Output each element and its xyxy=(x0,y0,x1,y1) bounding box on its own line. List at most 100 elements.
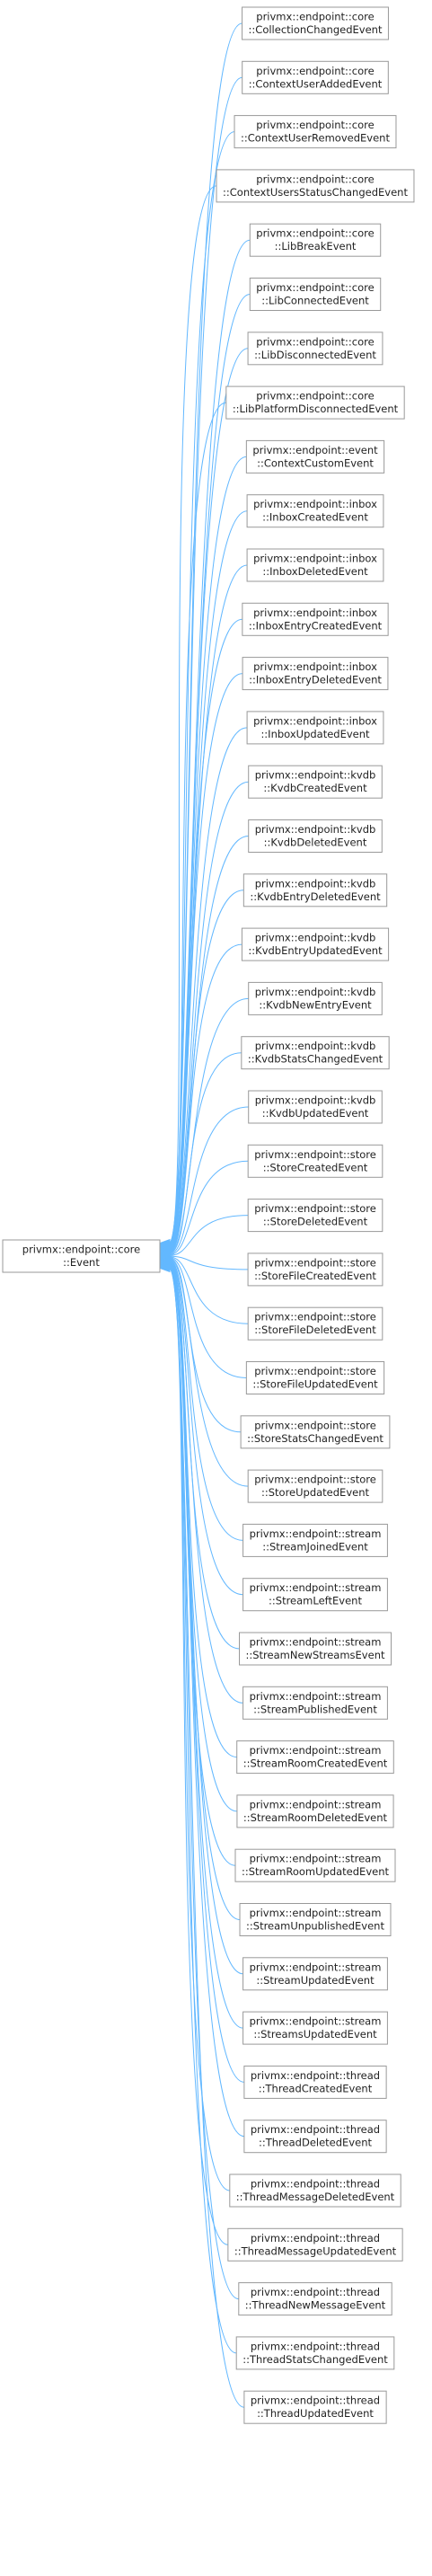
class-name: ::StreamsUpdatedEvent xyxy=(253,2028,377,2040)
class-namespace: privmx::endpoint::inbox xyxy=(253,606,377,619)
derived-class-node[interactable]: privmx::endpoint::stream::StreamUnpublis… xyxy=(239,1903,392,1936)
class-name: ::ContextUserAddedEvent xyxy=(249,77,383,90)
class-name: ::StreamUpdatedEvent xyxy=(256,1974,375,1987)
class-namespace: privmx::endpoint::stream xyxy=(250,1853,382,1865)
class-name: ::LibConnectedEvent xyxy=(261,295,369,307)
derived-class-node[interactable]: privmx::endpoint::kvdb::KvdbCreatedEvent xyxy=(248,765,383,799)
node-box xyxy=(242,6,389,40)
node-box xyxy=(239,1632,392,1666)
class-name: ::ThreadMessageDeletedEvent xyxy=(236,2191,395,2203)
base-class-namespace: privmx::endpoint::core xyxy=(22,1244,140,1256)
derived-class-node[interactable]: privmx::endpoint::stream::StreamUpdatedE… xyxy=(242,1957,388,1991)
derived-class-node[interactable]: privmx::endpoint::core::ContextUsersStat… xyxy=(216,169,415,203)
class-namespace: privmx::endpoint::stream xyxy=(250,1961,382,1973)
class-namespace: privmx::endpoint::store xyxy=(254,1202,376,1215)
derived-class-node[interactable]: privmx::endpoint::core::CollectionChange… xyxy=(242,6,389,40)
derived-class-node[interactable]: privmx::endpoint::store::StoreCreatedEve… xyxy=(247,1144,384,1178)
class-name: ::ThreadMessageUpdatedEvent xyxy=(234,2244,397,2257)
derived-class-node[interactable]: privmx::endpoint::inbox::InboxDeletedEve… xyxy=(246,548,384,582)
derived-class-node[interactable]: privmx::endpoint::stream::StreamLeftEven… xyxy=(242,1578,388,1612)
derived-class-node[interactable]: privmx::endpoint::stream::StreamRoomCrea… xyxy=(236,1740,394,1775)
class-namespace: privmx::endpoint::stream xyxy=(250,2015,382,2028)
derived-class-node[interactable]: privmx::endpoint::core::ContextUserAdded… xyxy=(242,60,389,94)
derived-class-node[interactable]: privmx::endpoint::kvdb::KvdbNewEntryEven… xyxy=(248,981,383,1015)
derived-class-node[interactable]: privmx::endpoint::kvdb::KvdbDeletedEvent xyxy=(248,819,383,853)
derived-class-node[interactable]: privmx::endpoint::inbox::InboxCreatedEve… xyxy=(246,494,384,528)
class-name: ::StreamJoinedEvent xyxy=(262,1540,368,1553)
node-box xyxy=(243,2120,387,2154)
inheritance-edge xyxy=(158,1259,243,1975)
class-namespace: privmx::endpoint::store xyxy=(254,1311,376,1323)
derived-class-node[interactable]: privmx::endpoint::kvdb::KvdbUpdatedEvent xyxy=(248,1090,383,1124)
derived-class-node[interactable]: privmx::endpoint::stream::StreamRoomUpda… xyxy=(234,1848,396,1882)
derived-class-node[interactable]: privmx::endpoint::stream::StreamJoinedEv… xyxy=(242,1523,388,1557)
node-box xyxy=(243,2065,387,2099)
node-box xyxy=(234,1848,396,1882)
class-namespace: privmx::endpoint::kvdb xyxy=(255,877,376,890)
derived-class-node[interactable]: privmx::endpoint::store::StoreFileUpdate… xyxy=(245,1361,385,1394)
node-box xyxy=(242,602,389,636)
derived-class-node[interactable]: privmx::endpoint::store::StoreDeletedEve… xyxy=(247,1199,384,1233)
derived-class-node[interactable]: privmx::endpoint::stream::StreamsUpdated… xyxy=(242,2011,388,2045)
derived-class-node[interactable]: privmx::endpoint::thread::ThreadStatsCha… xyxy=(235,2336,395,2370)
derived-class-node[interactable]: privmx::endpoint::thread::ThreadMessageD… xyxy=(229,2173,401,2208)
class-name: ::InboxCreatedEvent xyxy=(262,511,368,524)
class-name: ::LibDisconnectedEvent xyxy=(254,349,376,361)
derived-class-node[interactable]: privmx::endpoint::stream::StreamRoomDele… xyxy=(236,1794,394,1828)
class-name: ::StoreStatsChangedEvent xyxy=(247,1432,384,1445)
inheritance-edge xyxy=(158,1052,242,1259)
class-namespace: privmx::endpoint::stream xyxy=(250,1636,382,1649)
derived-class-node[interactable]: privmx::endpoint::store::StoreStatsChang… xyxy=(240,1415,391,1449)
node-box xyxy=(229,2173,401,2208)
derived-class-node[interactable]: privmx::endpoint::core::LibBreakEvent xyxy=(249,223,382,257)
class-name: ::StreamNewStreamsEvent xyxy=(246,1649,385,1661)
inheritance-edge xyxy=(158,1263,244,2408)
class-name: ::StreamLeftEvent xyxy=(269,1595,362,1607)
derived-class-node[interactable]: privmx::endpoint::inbox::InboxEntryDelet… xyxy=(242,657,389,691)
node-box xyxy=(247,332,384,366)
derived-class-node[interactable]: privmx::endpoint::event::ContextCustomEv… xyxy=(245,439,385,474)
class-name: ::KvdbEntryUpdatedEvent xyxy=(248,944,383,957)
derived-class-node[interactable]: privmx::endpoint::store::StoreFileDelete… xyxy=(247,1306,384,1341)
class-name: ::InboxUpdatedEvent xyxy=(260,728,370,740)
class-name: ::ThreadUpdatedEvent xyxy=(257,2407,374,2420)
class-name: ::ThreadStatsChangedEvent xyxy=(242,2353,388,2366)
class-name: ::StoreCreatedEvent xyxy=(263,1161,368,1173)
derived-class-node[interactable]: privmx::endpoint::core::LibDisconnectedE… xyxy=(247,332,384,366)
derived-class-node[interactable]: privmx::endpoint::kvdb::KvdbStatsChanged… xyxy=(241,1036,390,1070)
class-namespace: privmx::endpoint::core xyxy=(256,281,374,294)
derived-class-node[interactable]: privmx::endpoint::core::LibConnectedEven… xyxy=(249,278,382,311)
class-namespace: privmx::endpoint::thread xyxy=(251,2178,380,2191)
class-namespace: privmx::endpoint::thread xyxy=(251,2069,380,2082)
node-box xyxy=(247,1306,384,1341)
base-class-node[interactable]: privmx::endpoint::core ::Event xyxy=(2,1239,161,1273)
class-namespace: privmx::endpoint::stream xyxy=(250,1527,382,1540)
derived-class-node[interactable]: privmx::endpoint::stream::StreamPublishe… xyxy=(242,1686,388,1720)
derived-class-node[interactable]: privmx::endpoint::inbox::InboxUpdatedEve… xyxy=(246,711,384,745)
derived-class-node[interactable]: privmx::endpoint::store::StoreFileCreate… xyxy=(247,1253,384,1287)
derived-class-node[interactable]: privmx::endpoint::thread::ThreadMessageU… xyxy=(227,2227,403,2262)
derived-class-node[interactable]: privmx::endpoint::thread::ThreadUpdatedE… xyxy=(243,2390,387,2424)
node-box xyxy=(242,1686,388,1720)
derived-class-node[interactable]: privmx::endpoint::inbox::InboxEntryCreat… xyxy=(242,602,389,636)
node-box xyxy=(246,711,384,745)
derived-class-node[interactable]: privmx::endpoint::core::LibPlatformDisco… xyxy=(225,385,405,420)
class-name: ::KvdbEntryDeletedEvent xyxy=(250,890,381,903)
node-box xyxy=(235,2336,395,2370)
derived-class-node[interactable]: privmx::endpoint::stream::StreamNewStrea… xyxy=(239,1632,392,1666)
derived-class-node[interactable]: privmx::endpoint::kvdb::KvdbEntryDeleted… xyxy=(242,873,388,907)
class-namespace: privmx::endpoint::stream xyxy=(250,1907,382,1919)
class-namespace: privmx::endpoint::core xyxy=(256,173,374,185)
node-box xyxy=(236,1794,394,1828)
class-namespace: privmx::endpoint::thread xyxy=(251,2123,380,2136)
derived-class-node[interactable]: privmx::endpoint::store::StoreUpdatedEve… xyxy=(247,1469,384,1503)
derived-class-node[interactable]: privmx::endpoint::kvdb::KvdbEntryUpdated… xyxy=(241,927,390,961)
class-name: ::StoreFileDeletedEvent xyxy=(254,1323,376,1336)
derived-class-node[interactable]: privmx::endpoint::thread::ThreadNewMessa… xyxy=(238,2282,392,2316)
derived-class-node[interactable]: privmx::endpoint::thread::ThreadDeletedE… xyxy=(243,2120,387,2154)
derived-class-node[interactable]: privmx::endpoint::thread::ThreadCreatedE… xyxy=(243,2065,387,2099)
class-name: ::StoreFileCreatedEvent xyxy=(254,1270,376,1282)
class-name: ::InboxEntryCreatedEvent xyxy=(249,619,383,632)
class-name: ::ContextUserRemovedEvent xyxy=(241,132,390,145)
derived-class-node[interactable]: privmx::endpoint::core::ContextUserRemov… xyxy=(234,115,397,149)
